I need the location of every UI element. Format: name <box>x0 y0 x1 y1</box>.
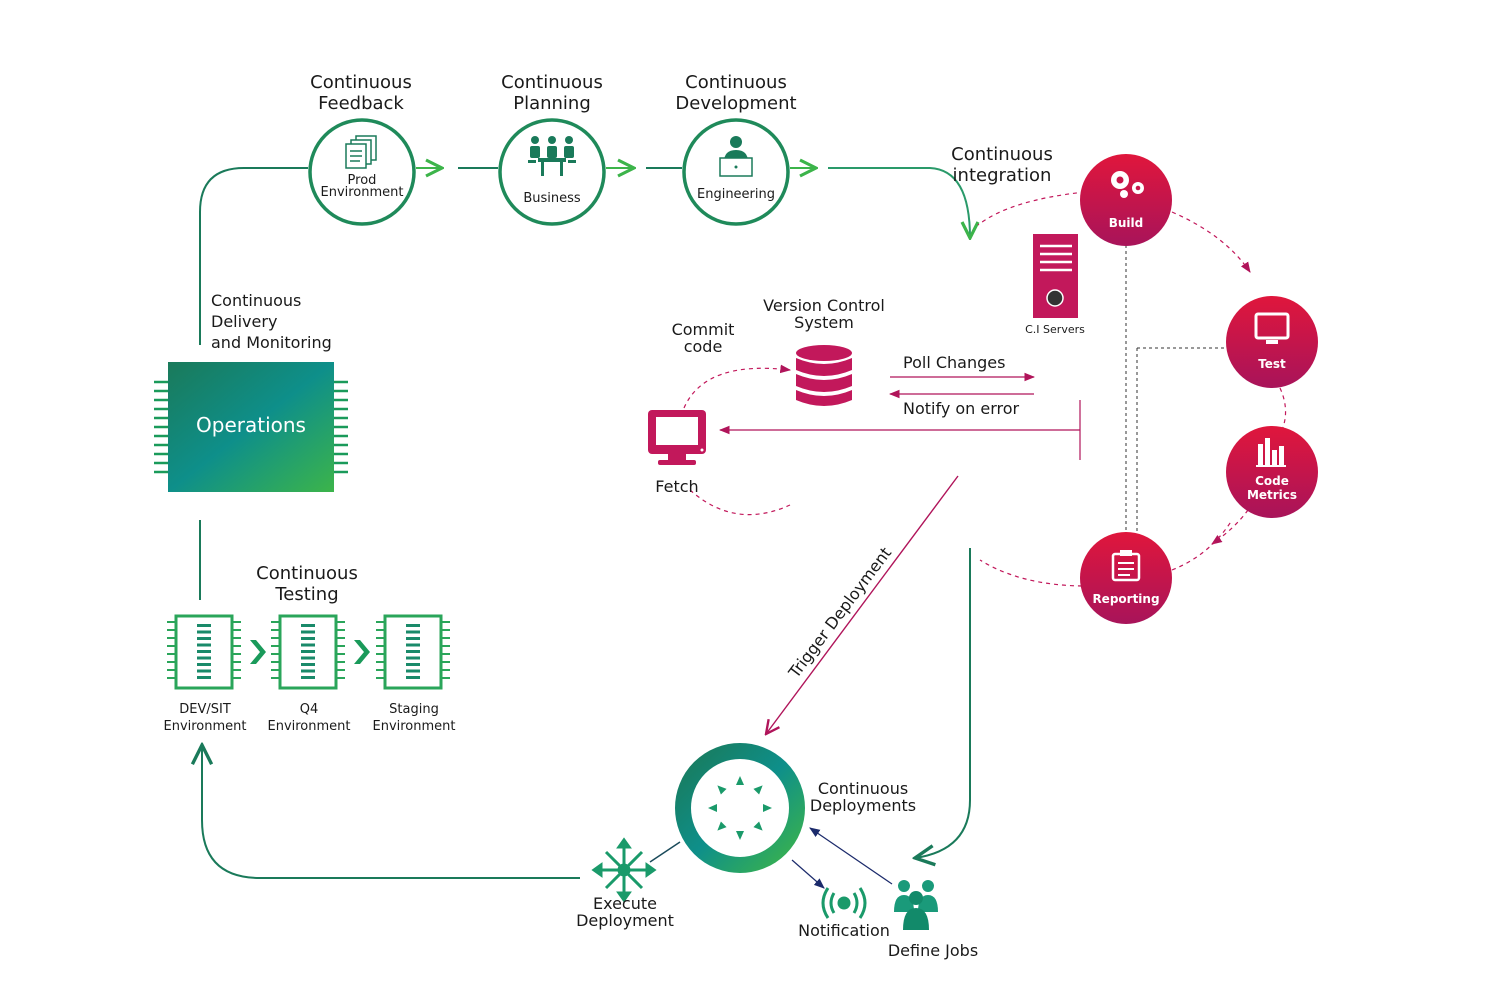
radial-arrow <box>763 804 772 812</box>
stage-development-node <box>682 118 790 226</box>
commit-code-arrow <box>683 364 792 409</box>
clipboard-icon <box>1111 550 1141 582</box>
ci-node-build <box>1080 154 1172 246</box>
ci-server-icon <box>1033 234 1078 318</box>
radial-arrow <box>717 785 727 795</box>
notify-on-error-label: Notify on error <box>903 399 1020 418</box>
trigger-deployment-arrow <box>766 475 959 734</box>
execute-to-testing-line <box>202 745 580 879</box>
deployment-ring <box>675 743 805 873</box>
ci-to-define-jobs-curve <box>915 548 971 858</box>
define-jobs-icon <box>894 880 938 930</box>
env-chip-q4 <box>271 614 345 690</box>
env-chip-dev-sit <box>167 614 241 690</box>
monitor-icon <box>1254 312 1290 344</box>
radial-arrows-icon <box>708 776 772 840</box>
stage-feedback-node <box>308 118 416 226</box>
developer-icon <box>719 136 753 177</box>
stage-planning-node <box>498 118 606 226</box>
ci-node-build-label: Build <box>1108 216 1144 230</box>
bar-chart-icon <box>1256 438 1286 467</box>
jobs-to-deploy-arrow <box>809 827 893 885</box>
stage-planning-caption: Business <box>523 191 581 206</box>
env-chevrons <box>250 640 370 664</box>
ci-node-reporting-label: Reporting <box>1092 592 1160 606</box>
ci-node-reporting <box>1080 532 1172 624</box>
delivery-loop-line <box>199 167 308 345</box>
notification-icon <box>821 887 867 919</box>
radial-arrow <box>736 776 744 785</box>
operations-label: Operations <box>196 413 306 437</box>
operations-chip <box>154 362 348 492</box>
fetch-label: Fetch <box>655 477 699 496</box>
define-jobs-label: Define Jobs <box>887 941 979 960</box>
execute-deployment-icon <box>591 837 657 903</box>
radial-arrow <box>708 804 717 812</box>
testing-environment-chips <box>167 614 450 690</box>
notification-label: Notification <box>798 921 890 940</box>
deploy-to-notification-arrow <box>791 859 825 889</box>
metrics-to-reporting-arrow <box>1211 509 1249 545</box>
radial-arrow <box>753 785 763 795</box>
radial-arrow <box>753 821 763 831</box>
database-icon <box>796 345 852 406</box>
ci-node-code-metrics <box>1226 426 1318 518</box>
radial-arrow <box>736 831 744 840</box>
to-ci-curve <box>828 167 970 238</box>
gears-icon <box>1111 171 1144 198</box>
fetch-computer-icon <box>648 410 706 465</box>
ci-node-test-label: Test <box>1258 357 1286 371</box>
ci-server-label: C.I Servers <box>1025 323 1085 336</box>
poll-changes-label: Poll Changes <box>903 353 1006 372</box>
stage-development-caption: Engineering <box>697 187 775 202</box>
env-chip-staging <box>376 614 450 690</box>
build-to-test-arrow <box>1171 211 1251 273</box>
radial-arrow <box>717 821 727 831</box>
meeting-icon <box>528 136 576 176</box>
documents-icon <box>345 135 377 169</box>
ci-node-test <box>1226 296 1318 388</box>
